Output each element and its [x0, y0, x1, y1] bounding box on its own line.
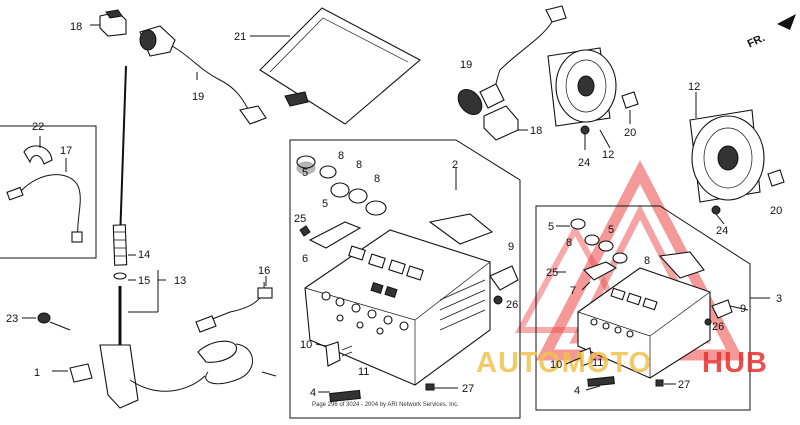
- callout-5: 5: [322, 198, 328, 210]
- radio-group-box-2: [289, 139, 521, 419]
- antenna-assembly: [37, 65, 206, 409]
- wire-plug-19-right: [457, 5, 567, 116]
- knobs-5-8-main: [296, 155, 387, 216]
- screw-24-right: [711, 205, 725, 225]
- fr-label: FR.: [746, 32, 767, 50]
- callout-21: 21: [234, 31, 246, 43]
- watermark-brand-part1: AUTOMOTO: [476, 347, 652, 379]
- radio-unit-secondary: [570, 218, 733, 387]
- callout-24: 24: [578, 157, 590, 169]
- callout-3: 3: [776, 293, 782, 305]
- callout-8: 8: [374, 173, 380, 185]
- callout-10: 10: [550, 359, 562, 371]
- leader-lines-misc: [22, 225, 749, 391]
- callout-14: 14: [138, 249, 150, 261]
- callout-labels: 1 2 3 4 4 5 5 5 5 6 7 8 8 8 8 8 9 9 10 1…: [6, 21, 782, 399]
- wire-plug-19-left: [139, 25, 267, 125]
- watermark-brand-part2: HUB: [702, 347, 768, 379]
- callout-16: 16: [258, 265, 270, 277]
- callout-19: 19: [460, 59, 472, 71]
- callout-12: 12: [602, 149, 614, 161]
- small-parts-main: [318, 341, 458, 403]
- watermark-brand: AUTOMOTO HUB: [476, 347, 768, 379]
- callout-10: 10: [300, 339, 312, 351]
- callout-8: 8: [566, 237, 572, 249]
- callout-12: 12: [688, 81, 700, 93]
- callout-8: 8: [644, 255, 650, 267]
- connector-18-right: [483, 105, 528, 141]
- callout-27: 27: [462, 383, 474, 395]
- radio-group-box-3: [535, 205, 770, 411]
- callout-8: 8: [356, 159, 362, 171]
- callout-11: 11: [358, 366, 369, 378]
- callout-26: 26: [712, 321, 724, 333]
- callout-20: 20: [624, 127, 636, 139]
- callout-11: 11: [592, 357, 603, 369]
- callout-26: 26: [506, 299, 518, 311]
- callout-23: 23: [6, 313, 18, 325]
- callout-8: 8: [338, 150, 344, 162]
- callout-18: 18: [70, 21, 82, 33]
- callout-25: 25: [546, 267, 558, 279]
- callout-2: 2: [452, 159, 458, 171]
- callout-18: 18: [530, 125, 542, 137]
- callout-19: 19: [192, 91, 204, 103]
- connector-18-left: [90, 9, 127, 37]
- bracket-9-26-main: [489, 265, 519, 305]
- antenna-leader-13-15: [128, 254, 166, 313]
- callout-20: 20: [770, 205, 782, 217]
- clip-20-right: [767, 169, 785, 187]
- callout-24: 24: [716, 225, 728, 237]
- callout-9: 9: [508, 241, 514, 253]
- callout-13: 13: [174, 275, 186, 287]
- callout-6: 6: [302, 253, 308, 265]
- callout-5: 5: [608, 224, 614, 236]
- callout-5: 5: [302, 167, 308, 179]
- clip-20-top: [621, 91, 639, 124]
- speaker-12-top: [547, 47, 617, 150]
- front-direction-arrow: FR.: [746, 14, 796, 50]
- callout-4: 4: [574, 385, 580, 397]
- callout-27: 27: [678, 379, 690, 391]
- inset-box-17-22: [0, 125, 97, 259]
- callout-7: 7: [570, 285, 576, 297]
- callout-25: 25: [294, 213, 306, 225]
- callout-15: 15: [138, 275, 150, 287]
- face-panel-6: [299, 221, 362, 249]
- copyright-text: Page 296 of 3024 - 2004 by ARI Network S…: [312, 402, 459, 408]
- speaker-12-right: [689, 92, 765, 203]
- callout-4: 4: [310, 387, 316, 399]
- callout-5: 5: [548, 221, 554, 233]
- callout-22: 22: [32, 121, 44, 133]
- callout-1: 1: [34, 367, 40, 379]
- callout-17: 17: [60, 145, 72, 157]
- cover-lid-21: [250, 7, 421, 125]
- extension-harness-16: [195, 276, 277, 385]
